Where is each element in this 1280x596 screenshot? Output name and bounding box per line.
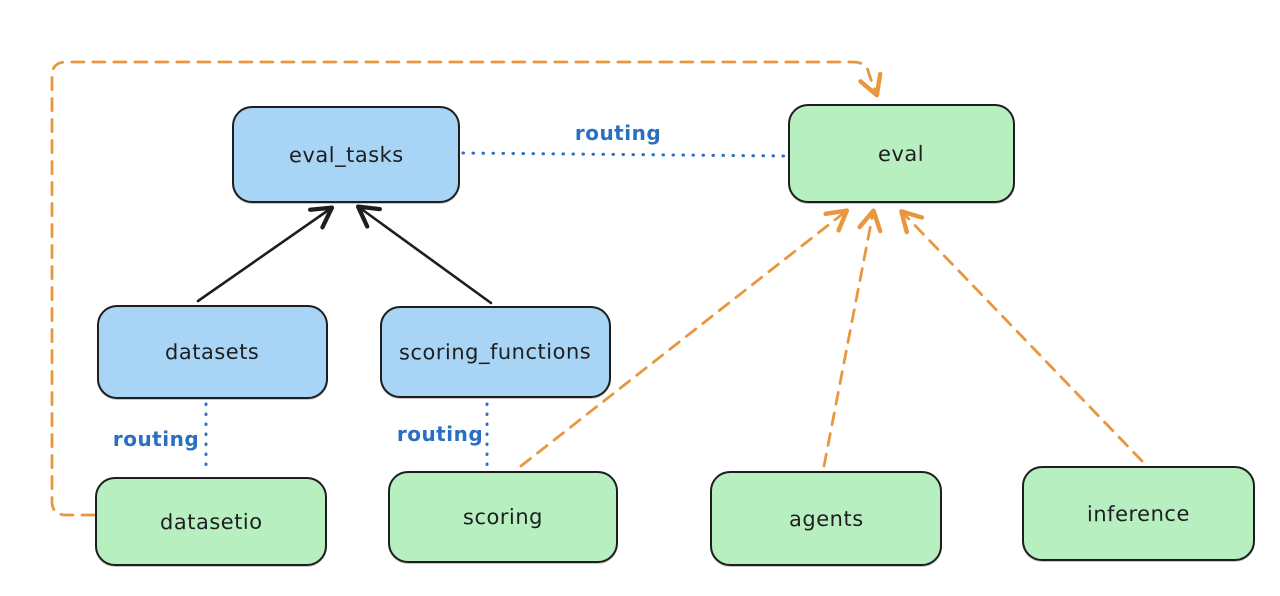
node-eval-tasks-label: eval_tasks — [288, 142, 404, 167]
node-scoring-label: scoring — [462, 504, 544, 530]
node-agents: agents — [710, 471, 942, 566]
node-inference-label: inference — [1087, 501, 1190, 526]
node-datasets: datasets — [97, 305, 328, 399]
node-datasetio: datasetio — [95, 477, 327, 566]
node-datasetio-label: datasetio — [159, 509, 263, 534]
node-scoring-functions: scoring_functions — [380, 306, 611, 398]
edge-datasets-to-eval-tasks — [196, 205, 335, 303]
node-eval: eval — [788, 104, 1015, 203]
edge-eval-tasks-to-eval-routing — [461, 151, 787, 158]
node-datasets-label: datasets — [165, 339, 260, 365]
routing-label-scoring-functions-scoring: routing — [397, 422, 483, 446]
node-eval-tasks: eval_tasks — [232, 106, 460, 203]
node-inference: inference — [1022, 466, 1255, 561]
node-scoring: scoring — [388, 471, 618, 563]
node-agents-label: agents — [788, 506, 864, 531]
edge-scoring-functions-to-eval-tasks — [355, 204, 493, 305]
routing-label-eval-tasks-eval: routing — [575, 121, 661, 145]
routing-label-datasets-datasetio: routing — [113, 427, 199, 451]
edge-datasetio-to-eval — [50, 60, 883, 517]
node-scoring-functions-label: scoring_functions — [399, 339, 592, 365]
edge-agents-to-eval — [822, 208, 883, 468]
edge-inference-to-eval — [899, 209, 1144, 463]
node-eval-label: eval — [878, 141, 925, 166]
